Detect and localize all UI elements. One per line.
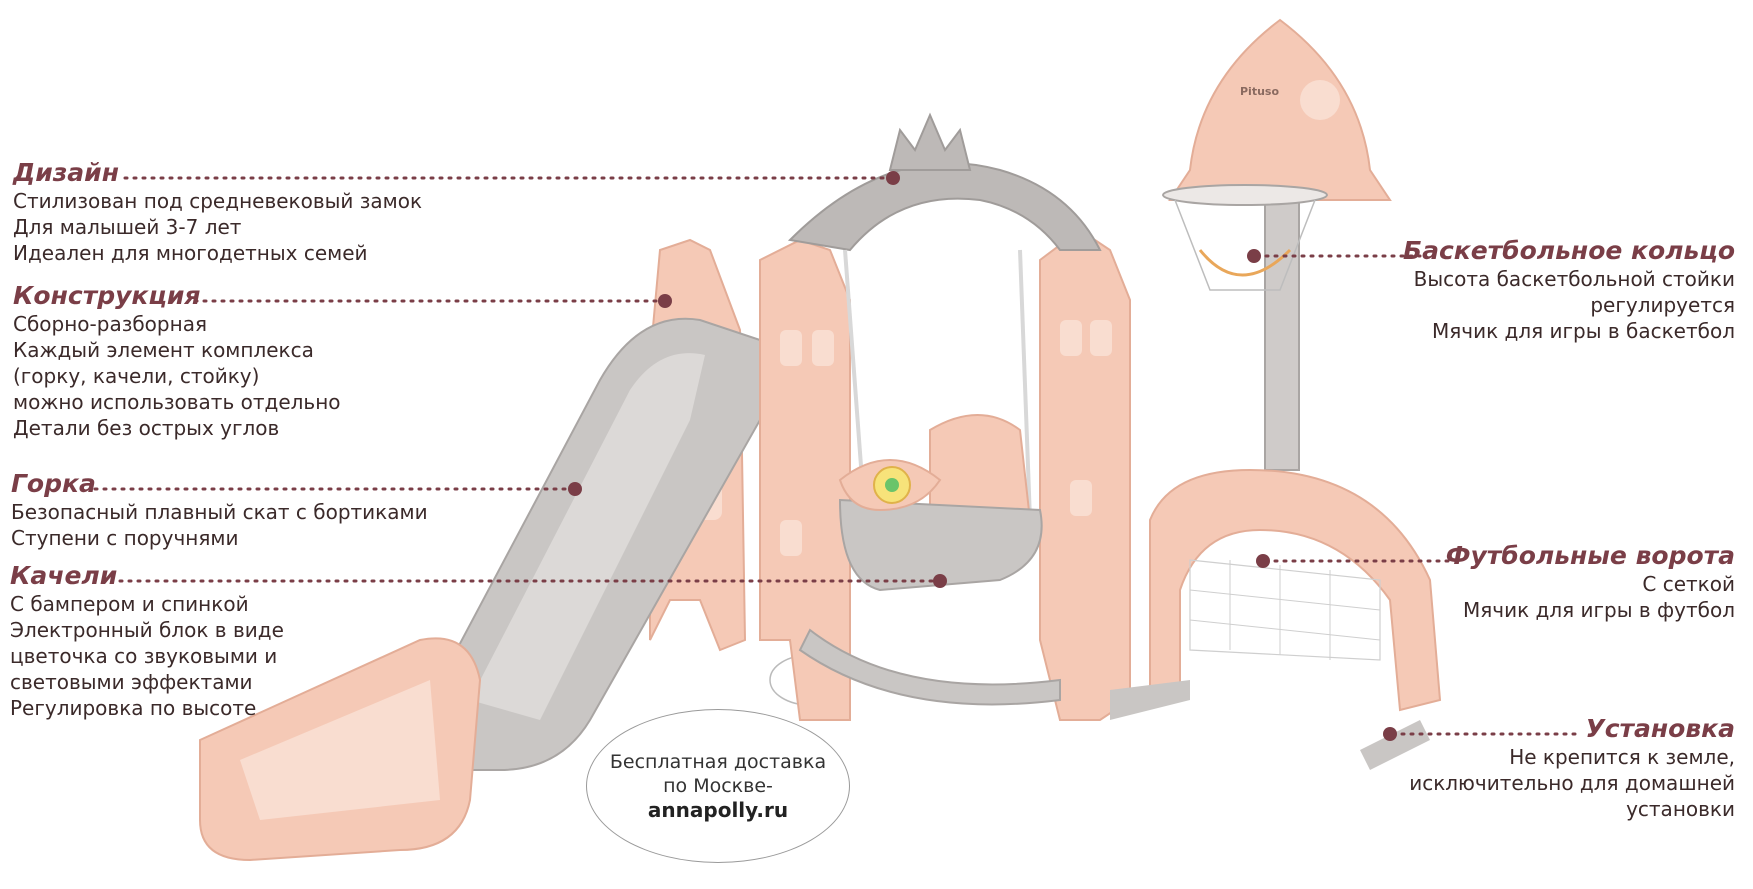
- delivery-line: Бесплатная доставка: [609, 751, 827, 773]
- swing-frame-left: [759, 238, 851, 721]
- callout-installation: Установка Не крепится к земле, исключите…: [1409, 714, 1735, 822]
- callout-construction-line: (горку, качели, стойку): [13, 364, 260, 388]
- callout-construction-line: Детали без острых углов: [13, 416, 280, 440]
- callout-slide: Горка Безопасный плавный скат с бортикам…: [11, 469, 428, 551]
- callout-construction-line: Сборно-разборная: [13, 312, 207, 336]
- callout-swing: Качели С бампером и спинкой Электронный …: [10, 561, 284, 721]
- callout-football-line: Мячик для игры в футбол: [1463, 598, 1735, 622]
- callout-swing-line: цветочка со звуковыми и: [10, 644, 278, 668]
- callout-design-line: Стилизован под средневековый замок: [13, 189, 423, 213]
- football-goal: [1110, 468, 1442, 770]
- callout-slide-line: Ступени с поручнями: [11, 526, 239, 550]
- callout-football-title: Футбольные ворота: [1445, 541, 1735, 570]
- callout-installation-line: Не крепится к земле,: [1509, 745, 1735, 769]
- callout-swing-line: Электронный блок в виде: [10, 618, 284, 642]
- callout-swing-line: С бампером и спинкой: [10, 592, 249, 616]
- slide: [199, 317, 771, 862]
- delivery-line: по Москве-: [663, 775, 773, 797]
- callout-basketball-line: Высота баскетбольной стойки: [1413, 267, 1735, 291]
- callout-construction-line: Каждый элемент комплекса: [13, 338, 314, 362]
- callout-basketball-line: Мячик для игры в баскетбол: [1431, 319, 1735, 343]
- callout-design: Дизайн Стилизован под средневековый замо…: [13, 158, 422, 266]
- callout-installation-line: установки: [1626, 797, 1735, 821]
- callout-slide-line: Безопасный плавный скат с бортиками: [11, 500, 428, 524]
- callout-design-line: Идеален для многодетных семей: [13, 241, 368, 265]
- callout-swing-line: световыми эффектами: [10, 670, 253, 694]
- callout-swing-line: Регулировка по высоте: [10, 696, 257, 720]
- callout-design-line: Для малышей 3-7 лет: [13, 215, 242, 239]
- callout-football-line: С сеткой: [1642, 572, 1735, 596]
- callout-basketball-line: регулируется: [1590, 293, 1735, 317]
- delivery-site-link[interactable]: annapolly.ru: [647, 798, 789, 822]
- crown-arch: [787, 112, 1102, 252]
- callout-slide-title: Горка: [11, 469, 96, 498]
- callout-installation-line: исключительно для домашней: [1409, 771, 1735, 795]
- swing-frame-right: [1039, 228, 1131, 721]
- callout-construction: Конструкция Сборно-разборная Каждый элем…: [13, 281, 341, 441]
- callout-construction-line: можно использовать отдельно: [13, 390, 341, 414]
- callout-basketball-title: Баскетбольное кольцо: [1403, 236, 1735, 265]
- callout-design-title: Дизайн: [13, 158, 119, 187]
- callout-basketball: Баскетбольное кольцо Высота баскетбольно…: [1403, 236, 1735, 344]
- brand-mark: Pituso: [1240, 85, 1279, 98]
- callout-swing-title: Качели: [10, 561, 118, 590]
- callout-construction-title: Конструкция: [13, 281, 201, 310]
- swing-seat: [798, 249, 1061, 706]
- callout-football: Футбольные ворота С сеткой Мячик для игр…: [1446, 541, 1735, 623]
- delivery-badge: Бесплатная доставка по Москве- annapolly…: [586, 709, 850, 863]
- basketball-stand: Pituso: [1162, 18, 1392, 471]
- callout-installation-title: Установка: [1585, 714, 1735, 743]
- leader-lines: [93, 171, 1584, 741]
